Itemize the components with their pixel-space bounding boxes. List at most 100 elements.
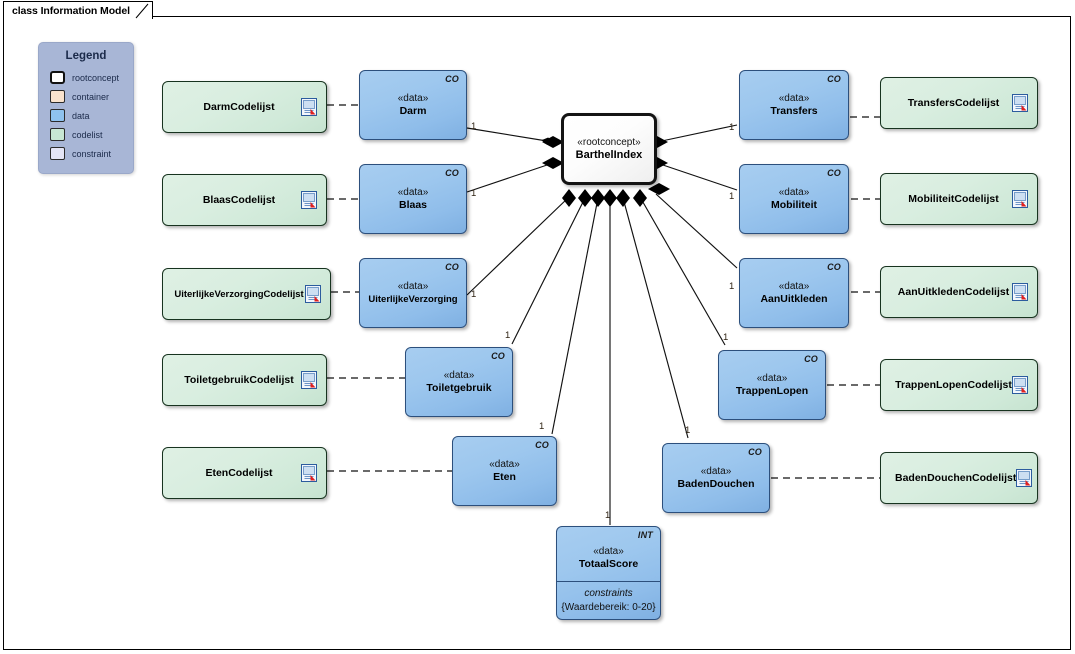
node-marker: CO: [535, 440, 549, 450]
document-icon: [301, 191, 317, 209]
compartment-divider: [557, 581, 660, 582]
codelist-node-badendouchencodelijst[interactable]: BadenDouchenCodelijst: [880, 452, 1038, 504]
stereotype-label: «data»: [778, 281, 810, 292]
diagram-title-tab: class Information Model: [3, 1, 153, 19]
class-name: TotaalScore: [578, 558, 639, 570]
legend-label: rootconcept: [72, 72, 120, 83]
stereotype-label: «data»: [778, 93, 810, 104]
stereotype-label: «data»: [397, 93, 429, 104]
codelist-name: BadenDouchenCodelijst: [895, 472, 1017, 484]
class-node-badendouchen[interactable]: CO «data» BadenDouchen: [662, 443, 770, 513]
stereotype-label: «data»: [397, 187, 429, 198]
legend-item-data: data: [50, 106, 133, 125]
class-node-uiterlijkeverzorging[interactable]: CO «data» UiterlijkeVerzorging: [359, 258, 467, 328]
codelist-node-transferscodelijst[interactable]: TransfersCodelijst: [880, 77, 1038, 129]
multiplicity-darm: 1: [471, 121, 477, 132]
multiplicity-totaalscore: 1: [605, 510, 611, 521]
class-node-darm[interactable]: CO «data» Darm: [359, 70, 467, 140]
document-icon: [301, 464, 317, 482]
codelist-node-blaascodelijst[interactable]: BlaasCodelijst: [162, 174, 327, 226]
class-name: UiterlijkeVerzorging: [368, 294, 458, 305]
tab-slash-icon: [135, 3, 149, 19]
codelist-name: DarmCodelijst: [203, 101, 275, 113]
class-name: BarthelIndex: [575, 149, 643, 161]
class-name: Toiletgebruik: [426, 382, 492, 394]
legend-swatch-rootconcept: [50, 71, 65, 84]
multiplicity-badendouchen: 1: [685, 425, 691, 436]
legend-item-codelist: codelist: [50, 125, 133, 144]
document-icon: [1012, 94, 1028, 112]
codelist-node-mobiliteitcodelijst[interactable]: MobiliteitCodelijst: [880, 173, 1038, 225]
stereotype-label: «rootconcept»: [577, 137, 641, 148]
document-icon: [1012, 190, 1028, 208]
node-marker: CO: [445, 168, 459, 178]
class-node-aanuitkleden[interactable]: CO «data» AanUitkleden: [739, 258, 849, 328]
multiplicity-aanuitkleden: 1: [729, 281, 735, 292]
node-marker: CO: [748, 447, 762, 457]
class-name: AanUitkleden: [760, 293, 828, 305]
legend-title: Legend: [65, 50, 107, 62]
codelist-name: BlaasCodelijst: [202, 194, 276, 206]
class-node-blaas[interactable]: CO «data» Blaas: [359, 164, 467, 234]
legend-swatch-data: [50, 109, 65, 122]
stereotype-label: «data»: [778, 187, 810, 198]
multiplicity-eten: 1: [539, 421, 545, 432]
class-node-transfers[interactable]: CO «data» Transfers: [739, 70, 849, 140]
constraints-value: {Waardebereik: 0-20}: [561, 602, 656, 613]
multiplicity-transfers: 1: [729, 122, 735, 133]
document-icon: [1012, 376, 1028, 394]
node-marker: CO: [491, 351, 505, 361]
class-node-eten[interactable]: CO «data» Eten: [452, 436, 557, 506]
node-marker: CO: [804, 354, 818, 364]
multiplicity-toiletgebruik: 1: [505, 330, 511, 341]
codelist-node-etencodelijst[interactable]: EtenCodelijst: [162, 447, 327, 499]
class-name: Mobiliteit: [770, 199, 818, 211]
class-name: Blaas: [398, 199, 428, 211]
stereotype-label: «data»: [489, 459, 520, 470]
codelist-name: EtenCodelijst: [205, 467, 273, 479]
document-icon: [1016, 469, 1033, 487]
codelist-node-toiletgebruikcodelijst[interactable]: ToiletgebruikCodelijst: [162, 354, 327, 406]
legend-swatch-constraint: [50, 147, 65, 160]
stereotype-label: «data»: [756, 373, 788, 384]
legend-label: codelist: [72, 129, 103, 140]
stereotype-label: «data»: [443, 370, 475, 381]
document-icon: [1012, 283, 1028, 301]
legend-swatch-codelist: [50, 128, 65, 141]
document-icon: [305, 285, 321, 303]
class-name: TrappenLopen: [735, 385, 809, 397]
legend-item-rootconcept: rootconcept: [50, 68, 133, 87]
class-node-mobiliteit[interactable]: CO «data» Mobiliteit: [739, 164, 849, 234]
class-node-trappenlopen[interactable]: CO «data» TrappenLopen: [718, 350, 826, 420]
diagram-title: class Information Model: [12, 4, 130, 17]
class-name: Eten: [493, 471, 516, 483]
legend-label: data: [72, 110, 90, 121]
legend-item-constraint: constraint: [50, 144, 133, 163]
multiplicity-uiterlijkeverzorging: 1: [471, 289, 477, 300]
node-marker: CO: [445, 74, 459, 84]
legend-label: constraint: [72, 148, 112, 159]
codelist-name: TrappenLopenCodelijst: [895, 379, 1012, 391]
class-name: Darm: [399, 105, 427, 117]
node-marker: INT: [637, 530, 653, 540]
codelist-name: TransfersCodelijst: [907, 97, 1000, 109]
codelist-node-aanuitkledencodelijst[interactable]: AanUitkledenCodelijst: [880, 266, 1038, 318]
legend-label: container: [72, 91, 110, 102]
codelist-name: ToiletgebruikCodelijst: [184, 374, 294, 386]
codelist-node-darmcodelijst[interactable]: DarmCodelijst: [162, 81, 327, 133]
class-node-barthelindex[interactable]: «rootconcept» BarthelIndex: [561, 113, 657, 185]
codelist-name: MobiliteitCodelijst: [908, 193, 999, 205]
stereotype-label: «data»: [397, 281, 429, 292]
codelist-node-uiterlijkeverzorgingcodelijst[interactable]: UiterlijkeVerzorgingCodelijst: [162, 268, 331, 320]
constraints-compartment: constraints {Waardebereik: 0-20}: [557, 582, 660, 623]
codelist-node-trappenlopencodelijst[interactable]: TrappenLopenCodelijst: [880, 359, 1038, 411]
legend-swatch-container: [50, 90, 65, 103]
class-node-totaalscore[interactable]: INT «data» TotaalScore constraints {Waar…: [556, 526, 661, 620]
node-marker: CO: [827, 168, 841, 178]
document-icon: [301, 98, 317, 116]
class-node-toiletgebruik[interactable]: CO «data» Toiletgebruik: [405, 347, 513, 417]
document-icon: [301, 371, 317, 389]
node-marker: CO: [445, 262, 459, 272]
multiplicity-mobiliteit: 1: [729, 191, 735, 202]
